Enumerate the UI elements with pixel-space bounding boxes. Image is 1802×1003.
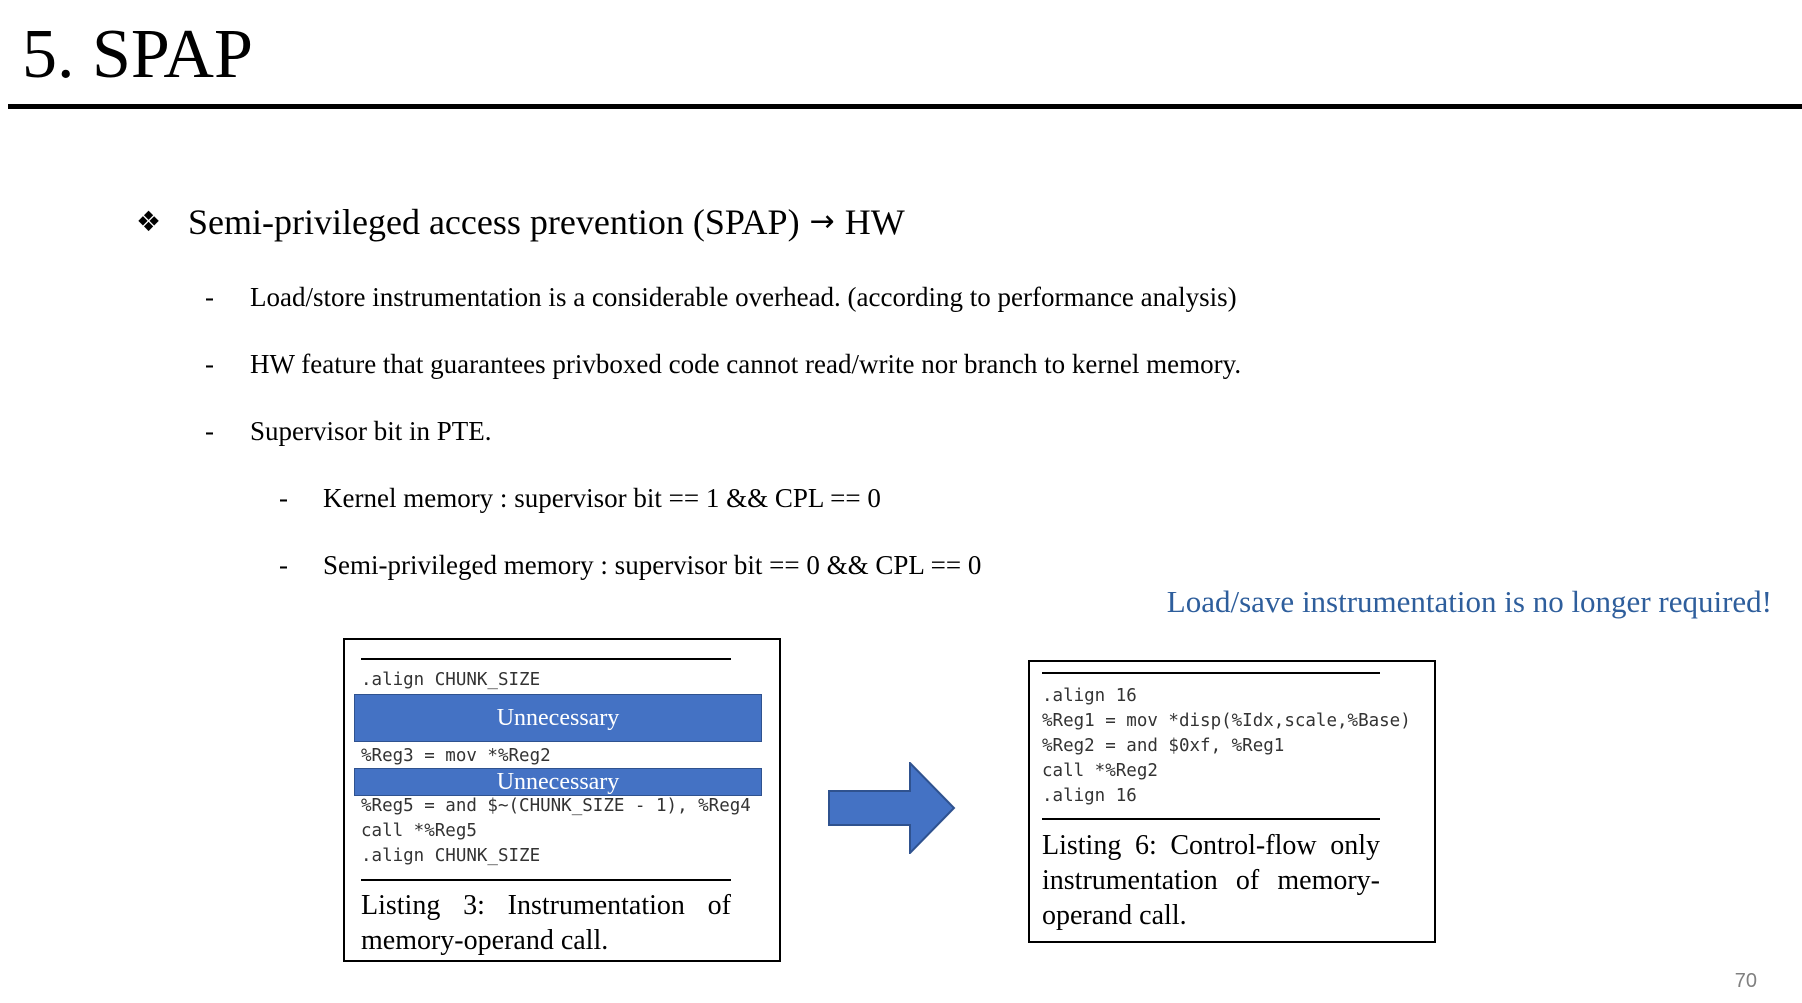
page-number: 70	[1734, 970, 1757, 992]
code-line: %Reg2 = and $0xf, %Reg1	[1042, 736, 1285, 756]
listing-bottom-rule	[1042, 818, 1380, 820]
listing-top-rule	[1042, 672, 1380, 674]
sub-bullet-text: HW feature that guarantees privboxed cod…	[250, 349, 1242, 379]
code-line: .align 16	[1042, 686, 1137, 706]
code-line: call *%Reg5	[361, 821, 477, 841]
callout-text: Load/save instrumentation is no longer r…	[1166, 584, 1772, 619]
sub-bullet-text: Load/store instrumentation is a consider…	[250, 282, 1237, 312]
dash-marker: -	[205, 282, 214, 312]
listing-6-box: .align 16 %Reg1 = mov *disp(%Idx,scale,%…	[1028, 660, 1436, 943]
slide-title: 5. SPAP	[22, 16, 253, 93]
unnecessary-overlay: Unnecessary	[354, 768, 762, 796]
main-bullet: ❖ Semi-privileged access prevention (SPA…	[136, 198, 905, 246]
sub-sub-bullet-text: Kernel memory : supervisor bit == 1 && C…	[323, 483, 881, 513]
code-line: .align CHUNK_SIZE	[361, 670, 541, 690]
dash-marker: -	[205, 349, 214, 379]
listing-bottom-rule	[361, 879, 731, 881]
main-bullet-text: Semi-privileged access prevention (SPAP)	[188, 202, 800, 242]
code-line: %Reg1 = mov *disp(%Idx,scale,%Base)	[1042, 711, 1411, 731]
listing-caption: Listing 6: Control-flow only instrumenta…	[1042, 830, 1380, 931]
sub-sub-bullet-text: Semi-privileged memory : supervisor bit …	[323, 550, 982, 580]
code-line: %Reg5 = and $~(CHUNK_SIZE - 1), %Reg4	[361, 796, 751, 816]
code-line: .align 16	[1042, 786, 1137, 806]
dash-marker: -	[279, 483, 288, 513]
right-arrow-icon: →	[809, 204, 835, 239]
listing-3-box: .align CHUNK_SIZE %Reg3 = mov *%Reg2 %Re…	[343, 638, 781, 962]
unnecessary-overlay: Unnecessary	[354, 694, 762, 742]
title-divider	[8, 104, 1802, 109]
sub-bullet-text: Supervisor bit in PTE.	[250, 416, 492, 446]
code-line: .align CHUNK_SIZE	[361, 846, 541, 866]
right-arrow-icon	[828, 762, 956, 854]
code-line: call *%Reg2	[1042, 761, 1158, 781]
code-line: %Reg3 = mov *%Reg2	[361, 746, 551, 766]
dash-marker: -	[205, 416, 214, 446]
four-diamond-bullet-icon: ❖	[136, 205, 162, 238]
main-bullet-suffix: HW	[844, 202, 905, 242]
listing-top-rule	[361, 658, 731, 660]
dash-marker: -	[279, 550, 288, 580]
listing-caption: Listing 3: Instrumentation of memory-ope…	[361, 890, 731, 956]
